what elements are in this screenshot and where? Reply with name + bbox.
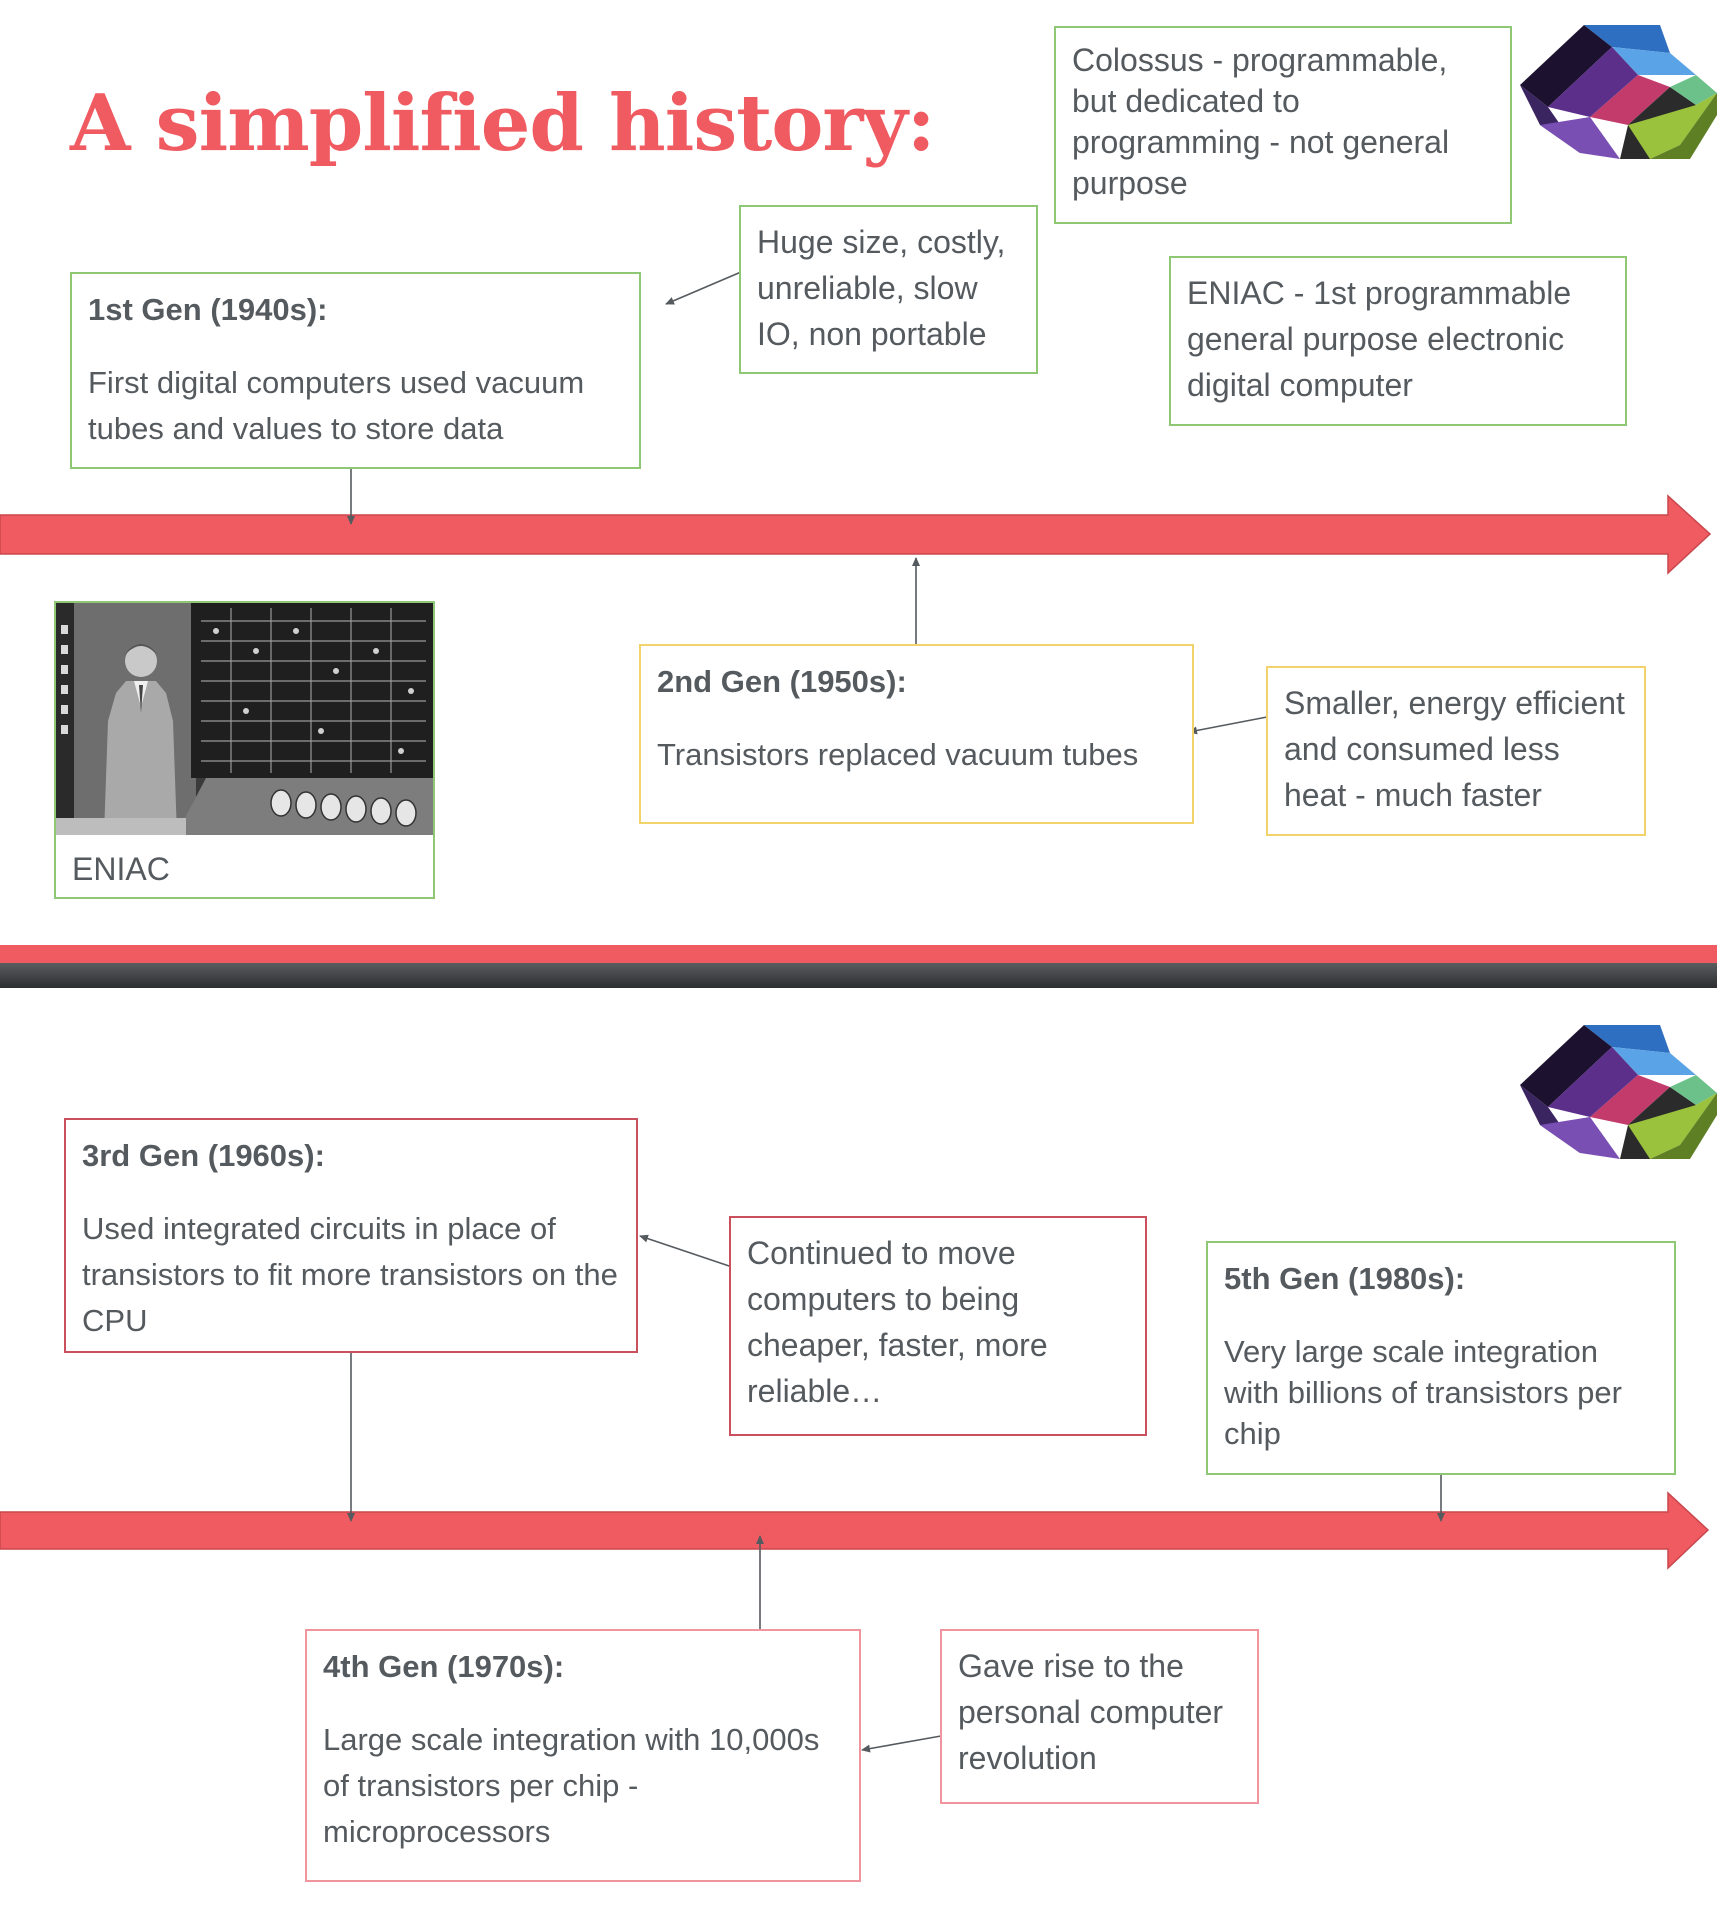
eniac-photo [56, 603, 433, 835]
gen5-heading: 5th Gen (1980s): [1224, 1261, 1466, 1296]
gen5-body: Very large scale integration with billio… [1224, 1334, 1622, 1451]
gen3-note-text: Continued to move computers to being che… [747, 1235, 1048, 1409]
gen3-note: Continued to move computers to being che… [729, 1216, 1147, 1436]
note-gen1-connector [665, 271, 742, 305]
gen2-note: Smaller, energy efficient and consumed l… [1266, 666, 1646, 836]
photo-caption: ENIAC [72, 851, 170, 887]
gen5-card: 5th Gen (1980s): Very large scale integr… [1206, 1241, 1676, 1475]
gen1-heading: 1st Gen (1940s): [88, 292, 328, 327]
logo-cube-icon [1520, 1025, 1717, 1159]
gen3-heading: 3rd Gen (1960s): [82, 1138, 325, 1173]
gen1-note-text: Huge size, costly, unreliable, slow IO, … [757, 224, 1006, 352]
colossus-note: Colossus - programmable, but dedicated t… [1054, 26, 1512, 224]
note-gen4-connector [861, 1735, 942, 1753]
timeline-1 [0, 271, 1712, 735]
note-gen2-connector [1188, 716, 1268, 735]
gen3-body: Used integrated circuits in place of tra… [82, 1211, 618, 1338]
eniac-note: ENIAC - 1st programmable general purpose… [1169, 256, 1627, 426]
gen4-body: Large scale integration with 10,000s of … [323, 1722, 820, 1849]
note-gen3-connector [639, 1234, 742, 1271]
slide-1: A simplified history: 1st Gen (1940s): F… [0, 0, 1717, 945]
gen3-card: 3rd Gen (1960s): Used integrated circuit… [64, 1118, 638, 1353]
separator-red [0, 945, 1717, 963]
gen2-note-text: Smaller, energy efficient and consumed l… [1284, 685, 1625, 813]
gen4-heading: 4th Gen (1970s): [323, 1649, 565, 1684]
logo-cube-icon [1520, 25, 1717, 159]
separator-dark [0, 963, 1717, 988]
gen2-body: Transistors replaced vacuum tubes [657, 737, 1139, 772]
page-title: A simplified history: [70, 78, 936, 169]
gen2-heading: 2nd Gen (1950s): [657, 664, 907, 699]
gen1-body: First digital computers used vacuum tube… [88, 365, 585, 446]
gen4-card: 4th Gen (1970s): Large scale integration… [305, 1629, 861, 1882]
gen4-note-text: Gave rise to the personal computer revol… [958, 1648, 1224, 1776]
colossus-note-text: Colossus - programmable, but dedicated t… [1072, 42, 1450, 201]
timeline-arrow-icon [0, 1491, 1710, 1570]
gen4-note: Gave rise to the personal computer revol… [940, 1629, 1259, 1804]
timeline-2 [0, 1234, 1710, 1753]
gen2-card: 2nd Gen (1950s): Transistors replaced va… [639, 644, 1194, 824]
eniac-photo-card: ENIAC [54, 601, 435, 899]
gen1-note: Huge size, costly, unreliable, slow IO, … [739, 205, 1038, 374]
gen1-card: 1st Gen (1940s): First digital computers… [70, 272, 641, 469]
slide-2: 3rd Gen (1960s): Used integrated circuit… [0, 988, 1717, 1928]
eniac-note-text: ENIAC - 1st programmable general purpose… [1187, 275, 1572, 403]
timeline-arrow-icon [0, 494, 1712, 575]
